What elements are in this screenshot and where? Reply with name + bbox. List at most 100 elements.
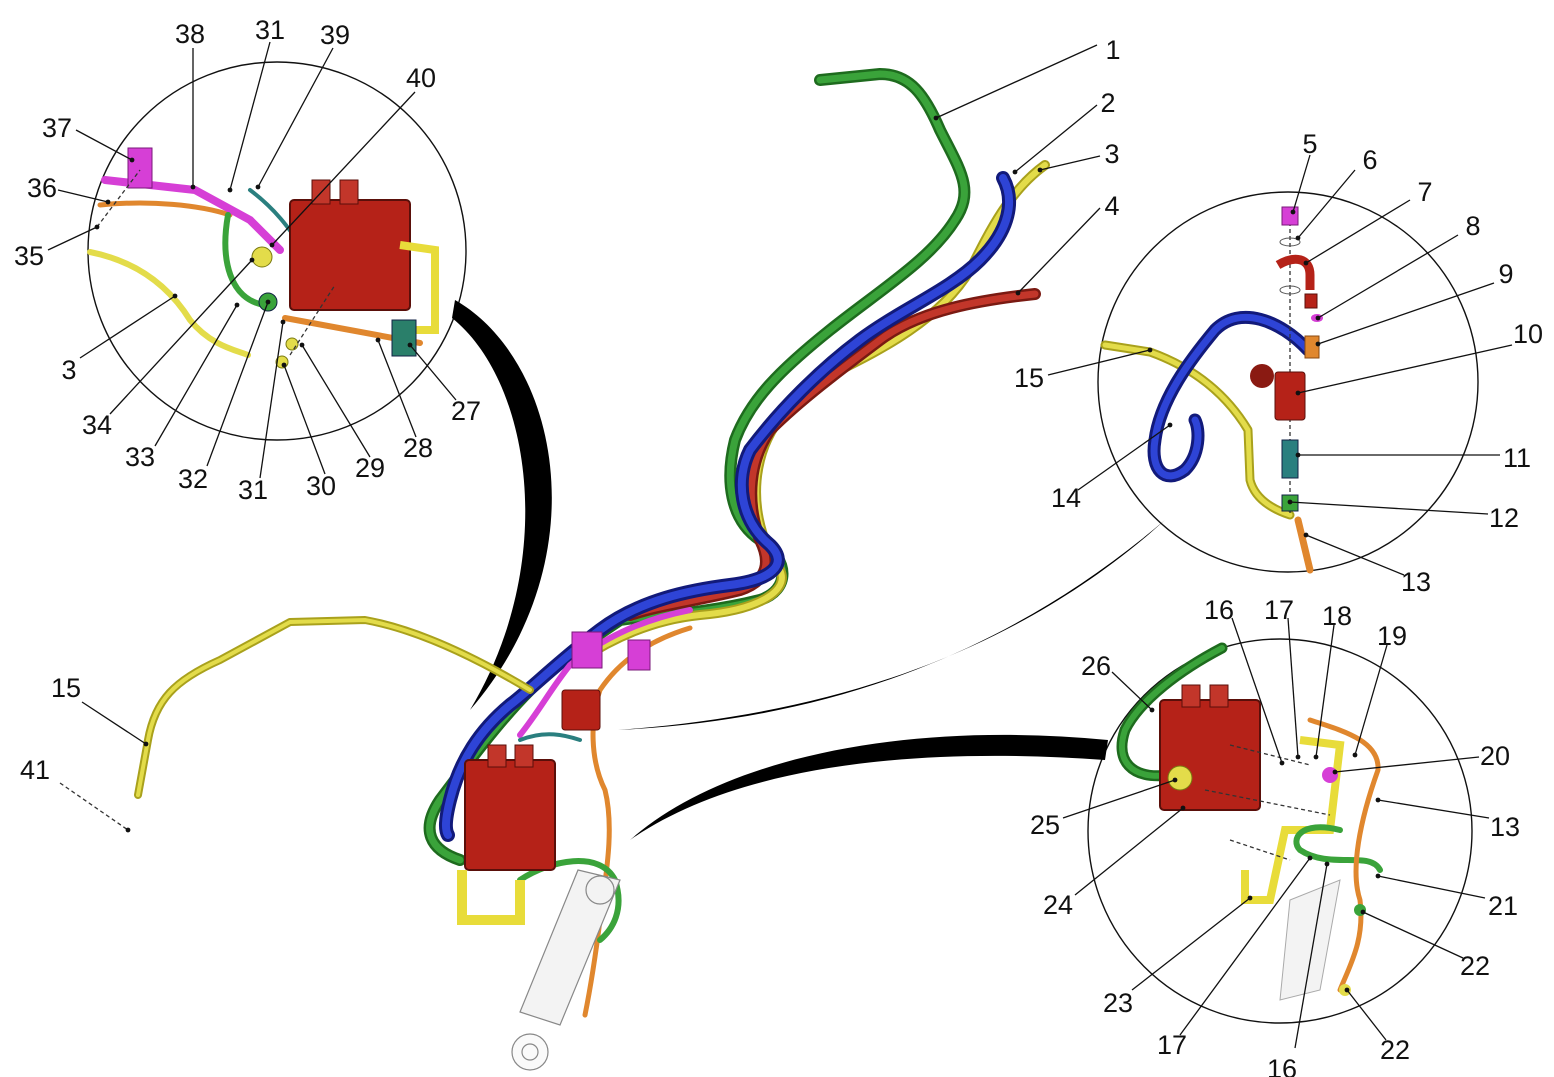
leader-dot-c5	[1290, 209, 1296, 215]
mounting-bracket-main	[457, 870, 525, 925]
leader-line-c5	[1292, 154, 1311, 213]
callout-label-c31a: 31	[238, 475, 268, 505]
leader-line-c34	[109, 259, 253, 415]
swoosh-right	[618, 520, 1165, 730]
callout-label-c31b: 31	[255, 15, 285, 45]
leader-dot-c1	[933, 115, 939, 121]
leader-line-c18	[1315, 624, 1335, 758]
callout-label-c16b: 16	[1267, 1054, 1297, 1077]
leader-line-c4	[1017, 207, 1101, 294]
leader-dot-c22b	[1344, 987, 1350, 993]
leader-dot-c22a	[1360, 909, 1366, 915]
leader-line-c26	[1111, 671, 1153, 711]
leader-dot-c13a	[1303, 532, 1309, 538]
leader-dot-c10	[1295, 390, 1301, 396]
leader-line-c1	[935, 44, 1098, 119]
leader-dot-c19	[1352, 752, 1358, 758]
callout-label-c41: 41	[20, 755, 50, 785]
detail-right-parts	[1100, 206, 1323, 574]
leader-dot-c23	[1247, 895, 1253, 901]
leader-dot-c3a	[1037, 167, 1043, 173]
main-assembly	[134, 68, 1050, 1071]
leader-dot-c37	[129, 157, 135, 163]
leader-line-c22b	[1346, 989, 1387, 1041]
leader-line-c8	[1317, 234, 1459, 319]
leader-dot-c29	[299, 342, 305, 348]
callout-label-c25: 25	[1030, 810, 1060, 840]
callout-label-c22a: 22	[1460, 951, 1490, 981]
callout-label-c30: 30	[306, 471, 336, 501]
leader-dot-c41	[125, 827, 131, 833]
leader-line-c3a	[1039, 155, 1101, 171]
leader-line-c31b	[229, 41, 271, 191]
leader-dot-c31a	[280, 319, 286, 325]
leader-line-c16b	[1294, 863, 1328, 1049]
callout-label-c27: 27	[451, 396, 481, 426]
callout-label-c12: 12	[1489, 503, 1519, 533]
leader-dot-c17a	[1295, 754, 1301, 760]
callout-label-c5: 5	[1302, 129, 1317, 159]
callout-label-c15a: 15	[1014, 363, 1044, 393]
leader-dot-c4	[1015, 290, 1021, 296]
leader-dot-c36	[105, 199, 111, 205]
callout-label-c7: 7	[1417, 177, 1432, 207]
leader-line-c36	[57, 189, 109, 203]
leader-line-c15b	[81, 701, 147, 745]
leader-dot-c9	[1315, 341, 1321, 347]
callout-label-c20: 20	[1480, 741, 1510, 771]
callout-label-c1: 1	[1105, 35, 1120, 65]
leader-line-c37	[75, 129, 133, 161]
callout-label-c17a: 17	[1264, 595, 1294, 625]
leader-dot-c33	[234, 302, 240, 308]
leader-dot-c40	[269, 242, 275, 248]
callout-label-c24: 24	[1043, 890, 1073, 920]
callout-label-c22b: 22	[1380, 1035, 1410, 1065]
callout-label-c29: 29	[355, 453, 385, 483]
leader-dot-c16b	[1324, 861, 1330, 867]
leader-dot-c3b	[172, 293, 178, 299]
leader-line-c24	[1074, 807, 1184, 896]
leader-dot-c20	[1332, 769, 1338, 775]
leader-dot-c28	[375, 337, 381, 343]
leader-line-c35	[47, 226, 98, 251]
leader-dot-c17b	[1307, 855, 1313, 861]
swoosh-bottom-right	[630, 734, 1108, 840]
callout-label-c36: 36	[27, 173, 57, 203]
leader-dot-c14	[1167, 422, 1173, 428]
leader-dot-c18	[1313, 754, 1319, 760]
callout-label-c18: 18	[1322, 601, 1352, 631]
swoosh-top-left	[452, 300, 552, 710]
leader-line-c31a	[259, 321, 284, 479]
leader-line-c9	[1317, 282, 1495, 345]
callout-label-c15b: 15	[51, 673, 81, 703]
detail-top-left-parts	[87, 147, 439, 369]
callout-label-c2: 2	[1100, 88, 1115, 118]
leader-line-c2	[1014, 104, 1098, 173]
leader-line-c19	[1354, 644, 1388, 756]
leader-line-c14	[1077, 424, 1171, 491]
leader-line-c28	[377, 339, 417, 438]
leader-dot-c2	[1012, 169, 1018, 175]
leader-dot-c8	[1315, 315, 1321, 321]
leader-dot-c15b	[143, 741, 149, 747]
detail-bottom-right-parts	[1116, 642, 1383, 1001]
leader-dot-c21	[1375, 873, 1381, 879]
callout-label-c17b: 17	[1157, 1030, 1187, 1060]
leader-dot-c34	[249, 257, 255, 263]
callout-label-c32: 32	[178, 464, 208, 494]
leader-dot-c7	[1303, 260, 1309, 266]
leader-line-c27	[409, 344, 457, 401]
leader-dot-c26	[1149, 707, 1155, 713]
leader-line-c21	[1377, 875, 1486, 899]
leader-dot-c24	[1180, 805, 1186, 811]
leader-line-c20	[1334, 756, 1480, 773]
hydraulic-cylinder	[511, 869, 621, 1071]
leader-line-c6	[1297, 169, 1356, 239]
callout-label-c34: 34	[82, 410, 112, 440]
leader-dot-c39	[255, 184, 261, 190]
callout-label-c21: 21	[1488, 891, 1518, 921]
leader-line-c17b	[1179, 857, 1311, 1036]
valve-block-main	[464, 759, 556, 871]
callout-label-c10: 10	[1513, 319, 1543, 349]
